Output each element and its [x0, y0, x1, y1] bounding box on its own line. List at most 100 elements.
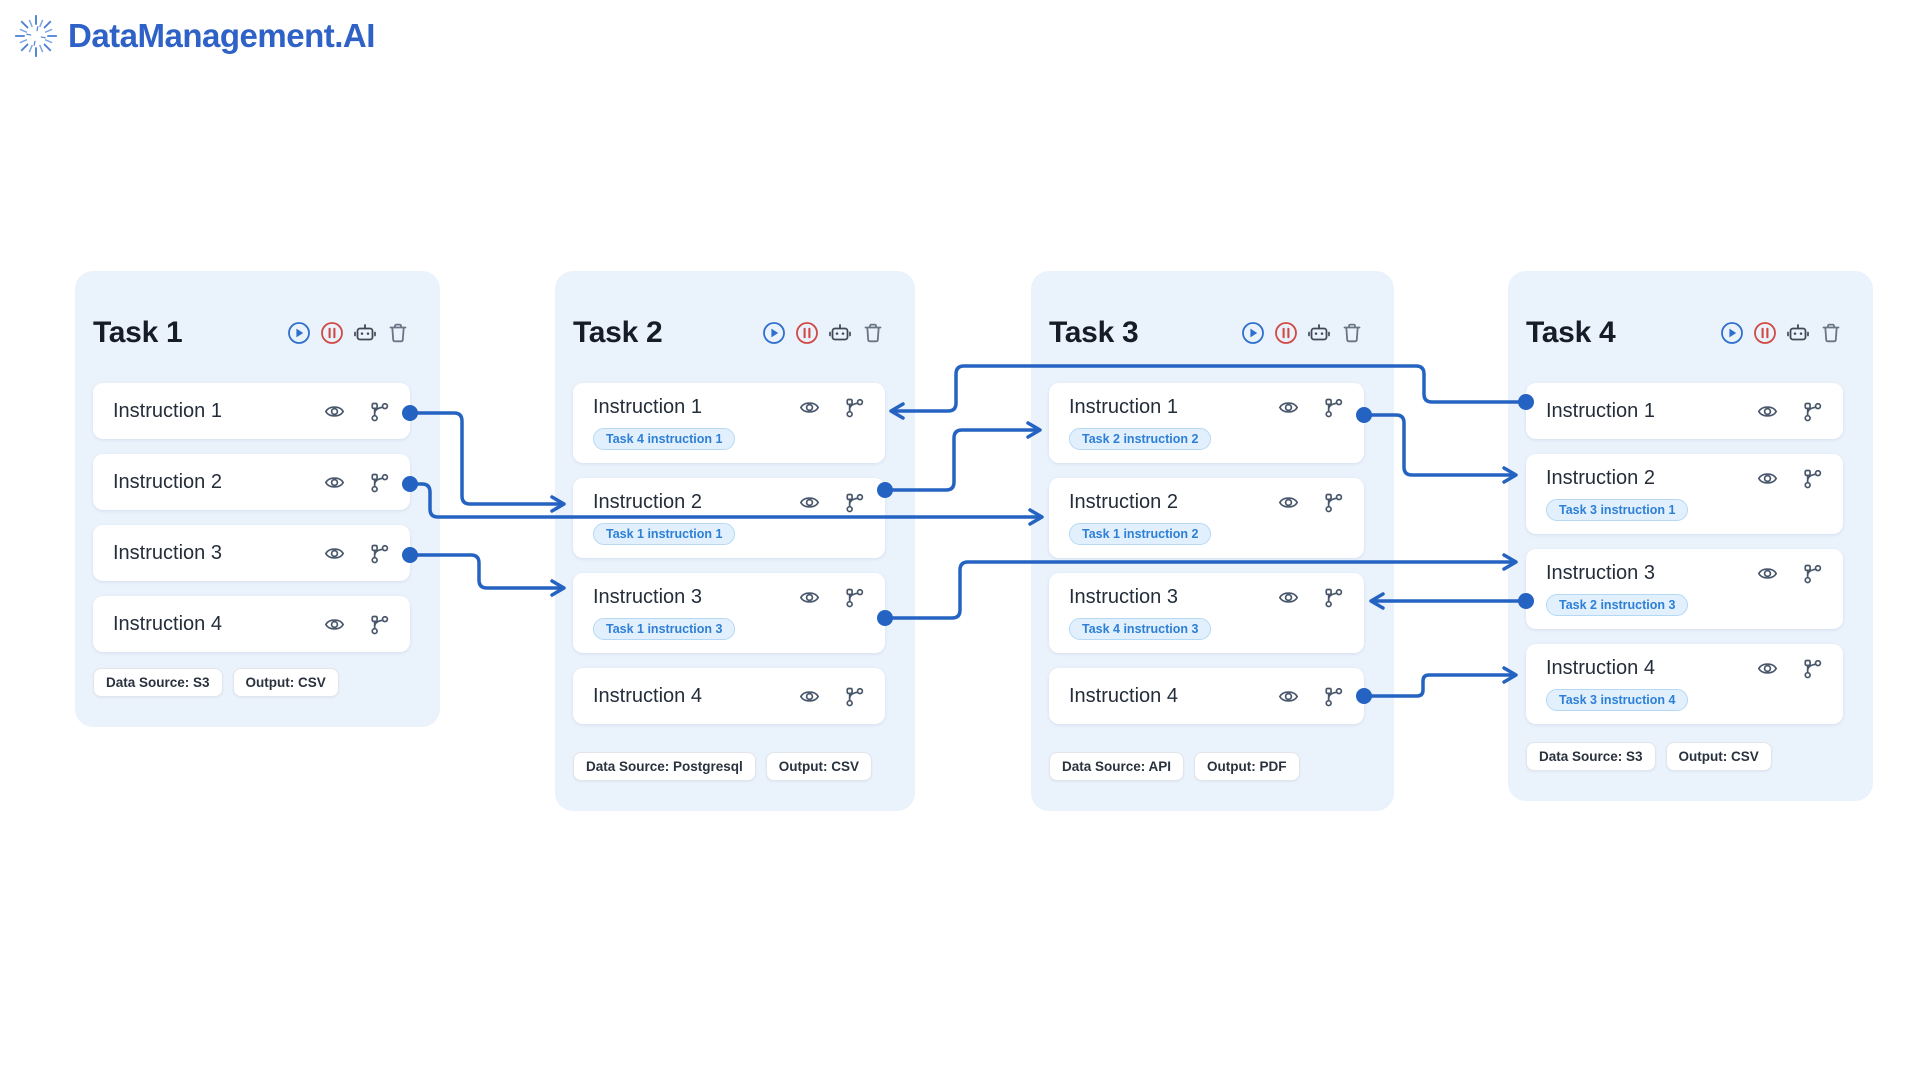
instruction-card[interactable]: Instruction 4 [573, 668, 885, 724]
instruction-label: Instruction 4 [113, 612, 222, 635]
pause-icon[interactable] [1753, 321, 1777, 345]
task-title: Task 1 [93, 316, 183, 349]
task-title: Task 2 [573, 316, 663, 349]
instruction-label: Instruction 1 [593, 395, 702, 418]
robot-icon[interactable] [1307, 321, 1331, 345]
branch-icon[interactable] [1323, 492, 1344, 513]
pause-icon[interactable] [320, 321, 344, 345]
instruction-card[interactable]: Instruction 3 [93, 525, 410, 581]
pause-icon[interactable] [1274, 321, 1298, 345]
instruction-label: Instruction 4 [1546, 656, 1655, 679]
branch-icon[interactable] [1802, 401, 1823, 422]
instruction-card[interactable]: Instruction 1 Task 2 instruction 2 [1049, 383, 1364, 463]
brand-name: DataManagement.AI [68, 17, 375, 54]
eye-icon[interactable] [1757, 468, 1778, 489]
instruction-card[interactable]: Instruction 1 Task 4 instruction 1 [573, 383, 885, 463]
branch-icon[interactable] [1802, 468, 1823, 489]
task-title: Task 4 [1526, 316, 1616, 349]
instruction-card[interactable]: Instruction 4 [1049, 668, 1364, 724]
branch-icon[interactable] [1802, 658, 1823, 679]
branch-icon[interactable] [1323, 397, 1344, 418]
instruction-card[interactable]: Instruction 2 Task 3 instruction 1 [1526, 454, 1843, 534]
play-icon[interactable] [1720, 321, 1744, 345]
instruction-card[interactable]: Instruction 4 [93, 596, 410, 652]
output-chip: Output: CSV [232, 667, 339, 697]
output-chip: Output: CSV [765, 751, 873, 781]
branch-icon[interactable] [369, 543, 390, 564]
instruction-card[interactable]: Instruction 3 Task 1 instruction 3 [573, 573, 885, 653]
instruction-label: Instruction 2 [593, 490, 702, 513]
instruction-label: Instruction 3 [1069, 585, 1178, 608]
instruction-label: Instruction 1 [1069, 395, 1178, 418]
branch-icon[interactable] [1802, 563, 1823, 584]
instruction-card[interactable]: Instruction 2 Task 1 instruction 2 [1049, 478, 1364, 558]
instruction-label: Instruction 1 [113, 399, 222, 422]
dependency-badge: Task 4 instruction 3 [1069, 617, 1212, 641]
data-source-chip: Data Source: S3 [93, 667, 223, 697]
trash-icon[interactable] [1819, 321, 1843, 345]
eye-icon[interactable] [799, 686, 820, 707]
eye-icon[interactable] [1757, 401, 1778, 422]
branch-icon[interactable] [844, 492, 865, 513]
eye-icon[interactable] [324, 472, 345, 493]
output-chip: Output: CSV [1665, 741, 1772, 771]
eye-icon[interactable] [1278, 587, 1299, 608]
data-source-chip: Data Source: Postgresql [573, 751, 756, 781]
instruction-label: Instruction 3 [593, 585, 702, 608]
dependency-badge: Task 3 instruction 4 [1546, 688, 1689, 712]
dependency-badge: Task 4 instruction 1 [593, 427, 736, 451]
output-chip: Output: PDF [1194, 751, 1300, 781]
dependency-badge: Task 1 instruction 2 [1069, 522, 1212, 546]
instruction-card[interactable]: Instruction 4 Task 3 instruction 4 [1526, 644, 1843, 724]
instruction-label: Instruction 4 [1069, 684, 1178, 707]
robot-icon[interactable] [353, 321, 377, 345]
branch-icon[interactable] [844, 686, 865, 707]
branch-icon[interactable] [369, 401, 390, 422]
eye-icon[interactable] [1757, 563, 1778, 584]
task-panel-4: Task 4 Instruction 1 Instruction 2 [1508, 271, 1873, 801]
trash-icon[interactable] [1340, 321, 1364, 345]
instruction-label: Instruction 3 [113, 541, 222, 564]
data-source-chip: Data Source: S3 [1526, 741, 1656, 771]
trash-icon[interactable] [386, 321, 410, 345]
robot-icon[interactable] [1786, 321, 1810, 345]
instruction-label: Instruction 4 [593, 684, 702, 707]
branch-icon[interactable] [844, 397, 865, 418]
dependency-badge: Task 3 instruction 1 [1546, 498, 1689, 522]
instruction-card[interactable]: Instruction 1 [1526, 383, 1843, 439]
pause-icon[interactable] [795, 321, 819, 345]
branch-icon[interactable] [369, 472, 390, 493]
eye-icon[interactable] [799, 397, 820, 418]
instruction-card[interactable]: Instruction 1 [93, 383, 410, 439]
dependency-badge: Task 1 instruction 3 [593, 617, 736, 641]
eye-icon[interactable] [1278, 492, 1299, 513]
eye-icon[interactable] [324, 614, 345, 635]
eye-icon[interactable] [1757, 658, 1778, 679]
instruction-label: Instruction 1 [1546, 399, 1655, 422]
play-icon[interactable] [287, 321, 311, 345]
branch-icon[interactable] [844, 587, 865, 608]
instruction-label: Instruction 3 [1546, 561, 1655, 584]
dependency-badge: Task 2 instruction 2 [1069, 427, 1212, 451]
eye-icon[interactable] [324, 543, 345, 564]
branch-icon[interactable] [369, 614, 390, 635]
play-icon[interactable] [1241, 321, 1265, 345]
eye-icon[interactable] [799, 587, 820, 608]
play-icon[interactable] [762, 321, 786, 345]
instruction-label: Instruction 2 [1069, 490, 1178, 513]
eye-icon[interactable] [1278, 397, 1299, 418]
instruction-label: Instruction 2 [113, 470, 222, 493]
robot-icon[interactable] [828, 321, 852, 345]
instruction-card[interactable]: Instruction 3 Task 2 instruction 3 [1526, 549, 1843, 629]
starburst-icon [14, 14, 58, 58]
branch-icon[interactable] [1323, 686, 1344, 707]
trash-icon[interactable] [861, 321, 885, 345]
eye-icon[interactable] [324, 401, 345, 422]
dependency-badge: Task 2 instruction 3 [1546, 593, 1689, 617]
branch-icon[interactable] [1323, 587, 1344, 608]
instruction-card[interactable]: Instruction 2 [93, 454, 410, 510]
instruction-card[interactable]: Instruction 3 Task 4 instruction 3 [1049, 573, 1364, 653]
eye-icon[interactable] [1278, 686, 1299, 707]
eye-icon[interactable] [799, 492, 820, 513]
instruction-card[interactable]: Instruction 2 Task 1 instruction 1 [573, 478, 885, 558]
